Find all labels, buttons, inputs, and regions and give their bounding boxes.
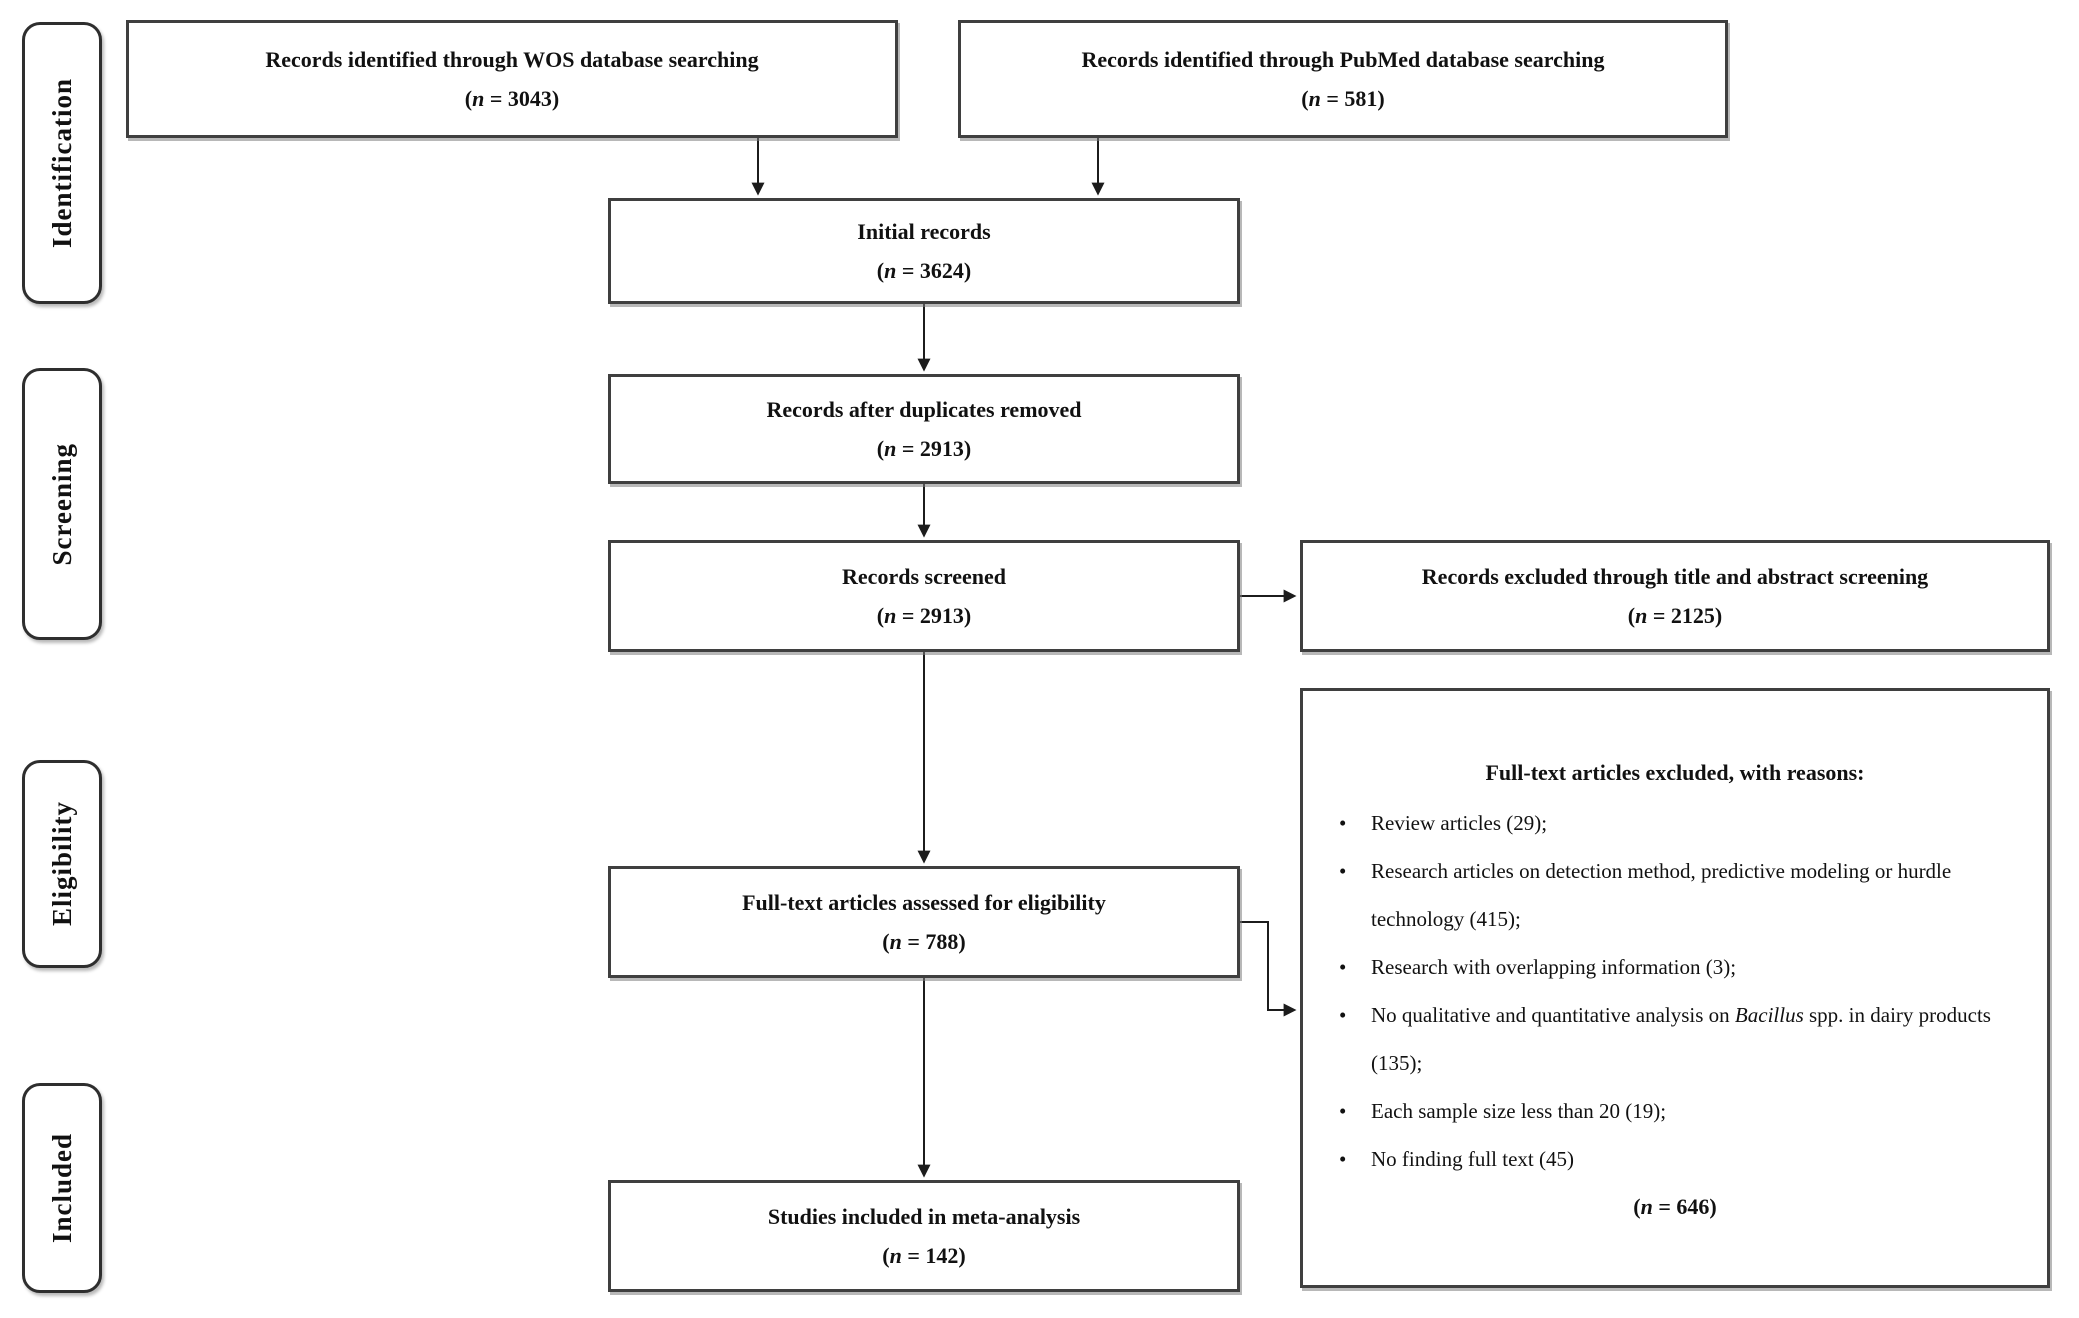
reason-text: Research with overlapping information (3… xyxy=(1371,943,1991,991)
count-n: n xyxy=(889,1242,902,1268)
box-title: Records excluded through title and abstr… xyxy=(1421,564,1929,590)
box-excluded-fulltext: Full-text articles excluded, with reason… xyxy=(1300,688,2050,1288)
box-studies-included: Studies included in meta-analysis (n = 1… xyxy=(608,1180,1240,1292)
count-open: ( xyxy=(876,602,885,628)
count-n: n xyxy=(884,435,897,461)
exclusion-reason-3: • Research with overlapping information … xyxy=(1331,943,2019,991)
box-title: Studies included in meta-analysis xyxy=(767,1204,1081,1230)
count-n: n xyxy=(884,602,897,628)
box-title: Records after duplicates removed xyxy=(766,397,1082,423)
count-rest: = 788) xyxy=(901,928,966,954)
reason-segment: Review articles (29); xyxy=(1371,811,1548,835)
count-rest: = 581) xyxy=(1320,85,1385,111)
count-rest: = 646) xyxy=(1652,1194,1717,1219)
count-n: n xyxy=(1635,602,1648,628)
count-rest: = 142) xyxy=(901,1242,966,1268)
count-rest: = 3043) xyxy=(484,85,560,111)
reason-text: Review articles (29); xyxy=(1371,799,1991,847)
box-count: (n = 3043) xyxy=(465,86,559,112)
box-title: Full-text articles excluded, with reason… xyxy=(1485,760,1865,785)
reason-text: No qualitative and quantitative analysis… xyxy=(1371,991,1991,1087)
box-records-identified-pubmed: Records identified through PubMed databa… xyxy=(958,20,1728,138)
reason-segment-italic: Bacillus xyxy=(1734,1003,1804,1027)
stage-identification-label: Identification xyxy=(46,77,77,248)
count-open: ( xyxy=(1627,602,1636,628)
exclusion-reason-2: • Research articles on detection method,… xyxy=(1331,847,2019,943)
exclusion-reason-4: • No qualitative and quantitative analys… xyxy=(1331,991,2019,1087)
box-records-screened: Records screened (n = 2913) xyxy=(608,540,1240,652)
count-rest: = 2913) xyxy=(896,435,972,461)
count-open: ( xyxy=(464,85,473,111)
box-count: (n = 2913) xyxy=(877,436,971,462)
reason-segment: Research with overlapping information (3… xyxy=(1371,955,1737,979)
box-duplicates-removed: Records after duplicates removed (n = 29… xyxy=(608,374,1240,484)
stage-screening-label: Screening xyxy=(46,442,77,566)
bullet-icon: • xyxy=(1339,811,1347,835)
stage-identification: Identification xyxy=(22,22,102,304)
box-count: (n = 646) xyxy=(1331,1183,2019,1231)
bullet-icon: • xyxy=(1339,1003,1347,1027)
count-open: ( xyxy=(1301,85,1309,111)
box-title: Records screened xyxy=(842,564,1006,590)
reason-text: No finding full text (45) xyxy=(1371,1135,1991,1183)
count-open: ( xyxy=(876,257,885,283)
box-fulltext-assessed: Full-text articles assessed for eligibil… xyxy=(608,866,1240,978)
reason-segment: No finding full text (45) xyxy=(1371,1147,1574,1171)
exclusion-reason-1: • Review articles (29); xyxy=(1331,799,2019,847)
reason-segment: Each sample size less than 20 (19); xyxy=(1371,1099,1667,1123)
box-title: Records identified through WOS database … xyxy=(265,47,759,73)
count-rest: = 2913) xyxy=(896,602,972,628)
bullet-icon: • xyxy=(1339,1147,1347,1171)
exclusion-reason-6: • No finding full text (45) xyxy=(1331,1135,2019,1183)
box-count: (n = 3624) xyxy=(877,258,971,284)
count-open: ( xyxy=(882,928,890,954)
stage-eligibility-label: Eligibility xyxy=(46,801,77,927)
exclusion-reason-list: • Review articles (29); • Research artic… xyxy=(1331,799,2019,1183)
count-open: ( xyxy=(1633,1194,1641,1219)
exclusion-reason-5: • Each sample size less than 20 (19); xyxy=(1331,1087,2019,1135)
count-n: n xyxy=(1640,1194,1653,1219)
stage-included-label: Included xyxy=(46,1132,77,1244)
box-count: (n = 142) xyxy=(882,1243,965,1269)
count-n: n xyxy=(1308,85,1321,111)
count-open: ( xyxy=(876,435,885,461)
count-open: ( xyxy=(882,1242,890,1268)
bullet-icon: • xyxy=(1339,955,1347,979)
stage-included: Included xyxy=(22,1083,102,1293)
box-count: (n = 2913) xyxy=(877,603,971,629)
stage-screening: Screening xyxy=(22,368,102,640)
reason-segment: spp. in dairy products (135); xyxy=(1371,1003,1991,1075)
box-title: Initial records xyxy=(857,219,991,245)
box-count: (n = 2125) xyxy=(1628,603,1722,629)
box-records-identified-wos: Records identified through WOS database … xyxy=(126,20,898,138)
box-initial-records: Initial records (n = 3624) xyxy=(608,198,1240,304)
count-n: n xyxy=(889,928,902,954)
reason-segment: No qualitative and quantitative analysis… xyxy=(1371,1003,1735,1027)
box-count: (n = 788) xyxy=(882,929,965,955)
reason-text: Each sample size less than 20 (19); xyxy=(1371,1087,1991,1135)
count-n: n xyxy=(884,257,897,283)
count-rest: = 2125) xyxy=(1647,602,1723,628)
box-title: Records identified through PubMed databa… xyxy=(1081,47,1605,73)
bullet-icon: • xyxy=(1339,1099,1347,1123)
count-n: n xyxy=(472,85,485,111)
box-count: (n = 581) xyxy=(1301,86,1384,112)
bullet-icon: • xyxy=(1339,859,1347,883)
box-excluded-screening: Records excluded through title and abstr… xyxy=(1300,540,2050,652)
arrow-fulltext-to-excluded-elbow xyxy=(1240,921,1297,1017)
reason-segment: Research articles on detection method, p… xyxy=(1371,859,1952,931)
box-title: Full-text articles assessed for eligibil… xyxy=(742,890,1106,916)
stage-eligibility: Eligibility xyxy=(22,760,102,968)
count-rest: = 3624) xyxy=(896,257,972,283)
reason-text: Research articles on detection method, p… xyxy=(1371,847,1991,943)
